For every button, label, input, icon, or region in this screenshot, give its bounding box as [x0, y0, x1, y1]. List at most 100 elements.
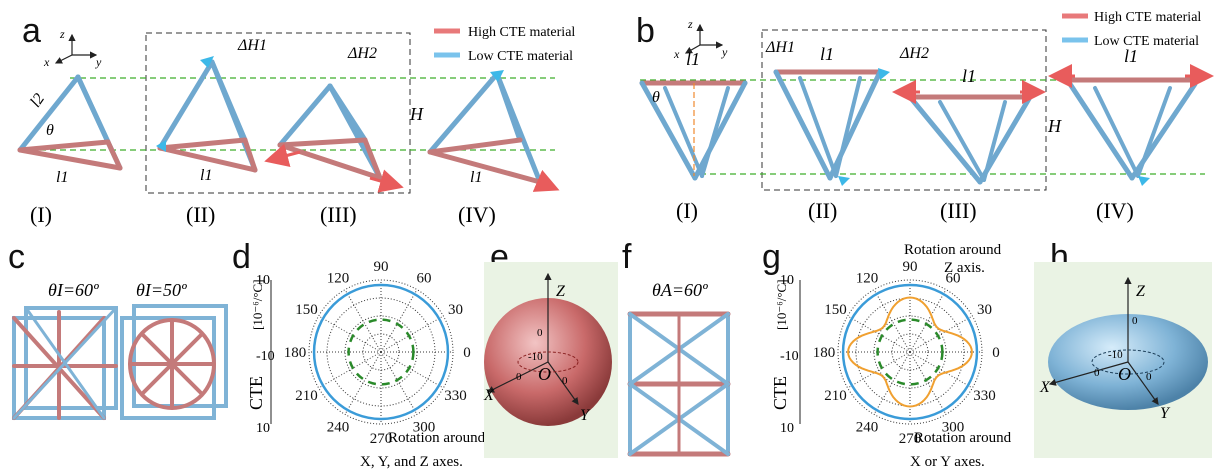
roman-III-a: (III)	[320, 202, 357, 227]
d-angle-label: 90	[374, 259, 389, 275]
roman-IV-b: (IV)	[1096, 198, 1134, 223]
f-title: θA=60º	[652, 280, 708, 300]
roman-III-b: (III)	[940, 198, 977, 223]
roman-I-a: (I)	[30, 202, 52, 227]
tetrahedron-III-b	[907, 94, 1033, 185]
tetrahedron-IV-a	[427, 71, 543, 185]
l1-b-iv: l1	[1124, 46, 1138, 66]
panel-label-a: a	[22, 12, 41, 50]
dh1-b: ΔH1	[765, 39, 795, 56]
g-spoke	[909, 351, 973, 389]
axis-y-a: y	[95, 55, 102, 69]
g-angle-label: 240	[856, 419, 879, 435]
g-caption-bot-1: Rotation around	[914, 430, 1012, 446]
l1-a: l1	[56, 169, 68, 186]
d-rtick-mid: -10	[256, 349, 275, 364]
dh2-a: ΔH2	[347, 45, 377, 62]
g-spoke	[847, 351, 911, 389]
g-angle-label: 270	[899, 431, 922, 447]
legend-low-a: Low CTE material	[468, 49, 573, 64]
dh1-a: ΔH1	[237, 37, 267, 54]
d-rtick-bot: 10	[256, 421, 270, 436]
g-angle-label: 0	[992, 345, 1000, 361]
tetrahedron-I-a	[17, 74, 123, 171]
d-angle-label: 240	[327, 419, 350, 435]
g-angle-label: 330	[973, 388, 996, 404]
axis-y-b: y	[721, 45, 728, 59]
d-angle-label: 120	[327, 271, 350, 287]
axis-x-b: x	[673, 47, 680, 61]
g-angle-label: 150	[824, 302, 847, 318]
d-spoke	[318, 351, 382, 389]
g-spoke	[873, 289, 911, 353]
panel-b: z y x l1 θ ΔH1 l1	[639, 10, 1214, 223]
dashed-box-a	[145, 32, 411, 194]
axes-triad-a	[54, 33, 98, 64]
dashed-box-b	[761, 29, 1047, 191]
g-rtick-bot: 10	[780, 421, 794, 436]
g-spoke	[909, 315, 973, 353]
d-angle-label: 210	[295, 388, 318, 404]
h-neg10: -10	[1108, 349, 1123, 361]
e-axis-Y: Y	[580, 407, 591, 424]
g-angle-label: 120	[856, 271, 879, 287]
panel-h: Z X Y O 0 -10 0 0	[1034, 262, 1212, 458]
d-angle-label: 30	[448, 302, 463, 318]
d-rtick-top: 10	[256, 273, 270, 288]
g-caption-bot-2: X or Y axes.	[910, 454, 985, 470]
lattice-c1	[12, 306, 118, 420]
tetrahedron-II-b	[773, 69, 883, 181]
d-angle-label: 0	[463, 345, 471, 361]
h-axis-Y: Y	[1160, 405, 1171, 422]
d-green-curve	[347, 318, 415, 386]
H-b: H	[1047, 116, 1062, 136]
dh2-b: ΔH2	[899, 45, 929, 62]
g-angle-label: 210	[824, 388, 847, 404]
panel-a: z y x θ l2 l1 ΔH1 l	[17, 25, 575, 227]
d-units: [10⁻⁶/°C]	[250, 279, 265, 330]
axis-z-b: z	[687, 17, 693, 31]
g-orange-curve	[847, 296, 973, 408]
g-angle-label: 300	[942, 419, 965, 435]
d-angle-label: 270	[370, 431, 393, 447]
d-spoke	[380, 351, 444, 389]
e-zero-top: 0	[537, 327, 543, 339]
legend-high-a: High CTE material	[468, 25, 575, 40]
g-spoke	[847, 315, 911, 353]
lattice-f	[627, 311, 731, 457]
roman-II-b: (II)	[808, 198, 837, 223]
roman-IV-a: (IV)	[458, 202, 496, 227]
d-angle-label: 330	[444, 388, 467, 404]
g-units: [10⁻⁶/°C]	[774, 279, 789, 330]
d-blue-curve	[312, 283, 450, 421]
panel-c: θI=60º θI=50º	[12, 280, 228, 420]
panel-e: Z X Y O 0 -10 0 0	[483, 262, 618, 458]
panel-f: θA=60º	[627, 280, 731, 457]
g-blue-curve	[841, 283, 979, 421]
g-rtick-mid: -10	[780, 349, 799, 364]
g-green-curve	[876, 318, 944, 386]
e-neg10: -10	[528, 351, 543, 363]
d-spoke	[318, 315, 382, 353]
panel-label-f: f	[622, 238, 632, 276]
d-angle-label: 180	[284, 345, 307, 361]
h-axis-Z: Z	[1136, 283, 1146, 300]
g-spoke	[873, 351, 911, 415]
l1-b-ii: l1	[820, 44, 834, 64]
axis-x-a: x	[43, 55, 50, 69]
roman-I-b: (I)	[676, 198, 698, 223]
g-angle-label: 90	[903, 259, 918, 275]
g-ylabel: CTE	[770, 376, 790, 410]
panel-label-b: b	[636, 12, 655, 50]
g-rtick-top: 10	[780, 273, 794, 288]
d-ring	[308, 279, 454, 425]
g-ring	[837, 279, 983, 425]
tetrahedron-II-a	[157, 59, 258, 173]
e-origin: O	[538, 364, 551, 384]
H-a: H	[409, 104, 424, 124]
d-spoke	[380, 315, 444, 353]
g-caption-top-1: Rotation around	[904, 242, 1002, 258]
